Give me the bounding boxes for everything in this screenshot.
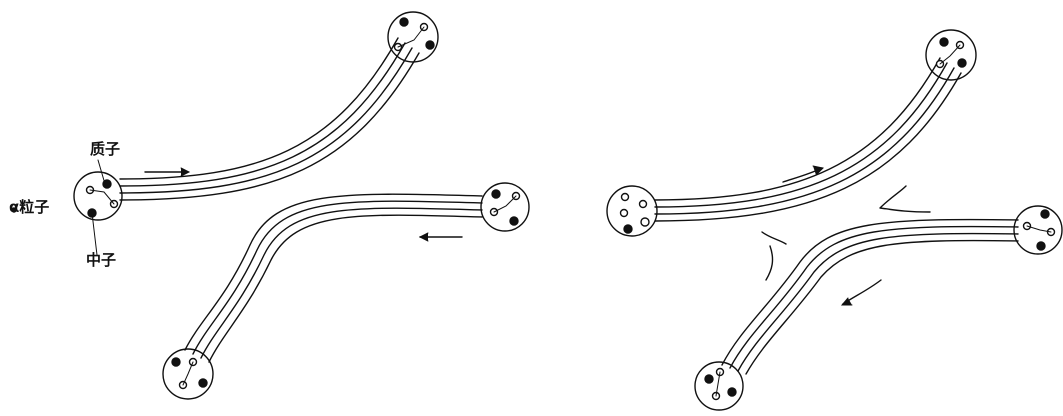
left-arrow-left	[420, 233, 462, 241]
right-panel	[607, 30, 1062, 410]
right-track-upper	[655, 58, 961, 221]
left-track-lower	[185, 194, 482, 362]
alpha-particle-label: α粒子	[9, 200, 49, 215]
right-arrow-lower	[842, 280, 881, 305]
alpha-nucleus	[74, 172, 122, 220]
alpha-nucleus	[163, 349, 213, 399]
left-panel	[12, 12, 529, 399]
alpha-nucleus	[481, 183, 529, 231]
neutron-label: 中子	[86, 253, 116, 268]
alpha-nucleus	[388, 12, 438, 62]
alpha-nucleus	[607, 186, 657, 236]
right-track-lower	[722, 220, 1018, 374]
proton-label: 质子	[90, 142, 120, 157]
alpha-nucleus	[1014, 206, 1062, 254]
alpha-nucleus	[695, 362, 743, 410]
left-track-upper	[120, 38, 419, 200]
left-arrow-right	[145, 168, 189, 176]
